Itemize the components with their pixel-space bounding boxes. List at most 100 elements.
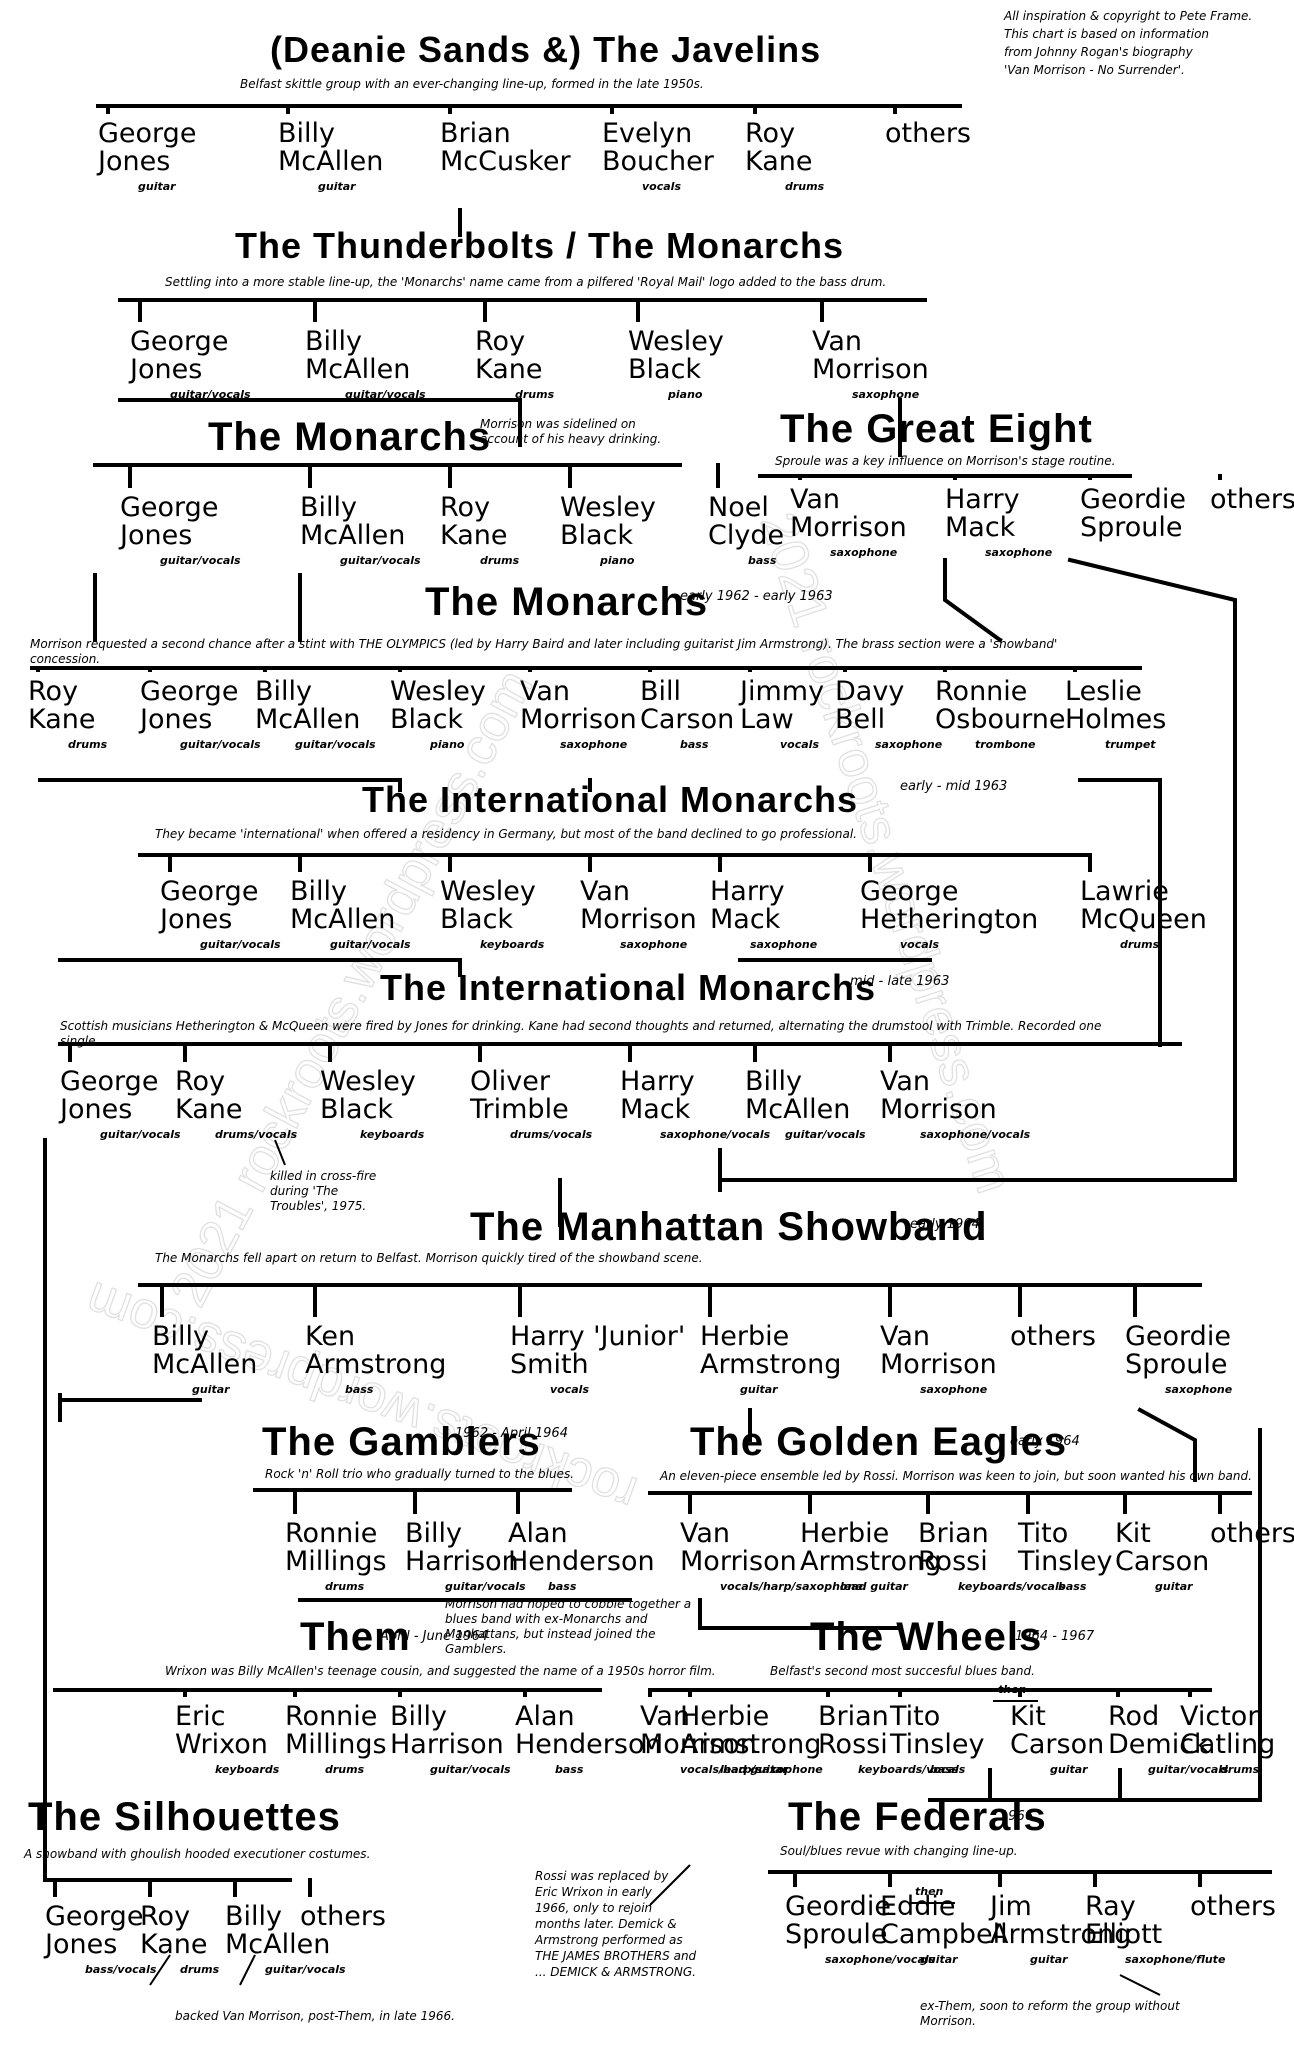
member-first-name: Jim (988, 1891, 1032, 1922)
connector-line (943, 558, 1003, 643)
member-instrument: saxophone/vocals (920, 1128, 1031, 1141)
member-surname: Trimble (469, 1094, 569, 1125)
member: others (300, 1901, 386, 1932)
member-first-name: Tito (1017, 1518, 1068, 1549)
member-first-name: Roy (140, 1901, 190, 1932)
member-surname: Bell (835, 704, 885, 735)
member-surname: Armstrong (305, 1349, 446, 1380)
member-surname: McAllen (745, 1094, 850, 1125)
member-instrument: guitar (740, 1383, 778, 1396)
member-surname: Harrison (405, 1546, 519, 1577)
member-surname: Armstrong (800, 1546, 941, 1577)
member-surname: Henderson (515, 1729, 662, 1760)
member-surname: Black (560, 520, 633, 551)
member-first-name: Eddie (880, 1891, 955, 1922)
credit-line-1: All inspiration & copyright to Pete Fram… (1003, 9, 1252, 23)
member-first-name: Evelyn (602, 118, 692, 149)
band-dates: early 1964 (910, 1217, 980, 1232)
band-description: The Monarchs fell apart on return to Bel… (155, 1251, 703, 1265)
member-first-name: Leslie (1065, 676, 1142, 707)
then-label: then (998, 1683, 1027, 1696)
member-first-name: Billy (305, 326, 362, 357)
member-instrument: saxophone (875, 738, 943, 751)
member-first-name: Geordie (785, 1891, 891, 1922)
member-instrument: piano (429, 738, 465, 751)
member-surname: Morrison (580, 904, 697, 935)
member-first-name: Brian (818, 1701, 889, 1732)
member-surname: Henderson (508, 1546, 655, 1577)
member-instrument: bass (680, 738, 709, 751)
member-surname: Morrison (640, 1729, 757, 1760)
member-instrument: guitar (192, 1383, 230, 1396)
member-surname: Morrison (680, 1546, 797, 1577)
member-first-name: Billy (290, 876, 347, 907)
member-surname: Kane (140, 1929, 208, 1960)
member-first-name: Ronnie (285, 1518, 377, 1549)
member-instrument: drums (515, 388, 555, 401)
band-title: The Wheels (810, 1615, 1042, 1659)
member-surname: Smith (510, 1349, 589, 1380)
member-first-name: Van (880, 1066, 930, 1097)
member-instrument: keyboards (360, 1128, 425, 1141)
member-surname: Kane (745, 146, 813, 177)
band-title: The Great Eight (780, 407, 1093, 451)
member-first-name: Kit (1010, 1701, 1046, 1732)
member-first-name: Tito (889, 1701, 940, 1732)
member-first-name: Roy (440, 492, 490, 523)
member-surname: Black (390, 704, 463, 735)
member-first-name: Harry 'Junior' (510, 1321, 685, 1352)
member-first-name: Billy (745, 1066, 802, 1097)
member-instrument: saxophone (985, 546, 1053, 559)
member-first-name: Van (640, 1701, 690, 1732)
credit-line-3: from Johnny Rogan's biography (1004, 45, 1194, 59)
member-surname: Holmes (1065, 704, 1166, 735)
member-instrument: trumpet (1105, 738, 1156, 751)
member-surname: McAllen (152, 1349, 257, 1380)
band-description: They became 'international' when offered… (155, 827, 857, 841)
connector-line (1137, 1407, 1197, 1482)
member-instrument: saxophone (920, 1383, 988, 1396)
member-first-name: Davy (835, 676, 904, 707)
member-first-name: others (300, 1901, 386, 1932)
member-first-name: Oliver (470, 1066, 551, 1097)
connector-line (718, 557, 1237, 1182)
member-instrument: drums (1220, 1763, 1260, 1776)
member-surname: Jones (96, 146, 170, 177)
member-instrument: drums (68, 738, 108, 751)
member: others (1190, 1891, 1276, 1922)
member-instrument: drums (325, 1763, 365, 1776)
member-instrument: vocals (900, 938, 939, 951)
member-instrument: vocals (642, 180, 681, 193)
member: others (1210, 1518, 1294, 1549)
member-instrument: drums (785, 180, 825, 193)
connector-line (58, 958, 462, 977)
member-instrument: guitar/vocals (1148, 1763, 1229, 1776)
member-surname: Armstrong (700, 1349, 841, 1380)
